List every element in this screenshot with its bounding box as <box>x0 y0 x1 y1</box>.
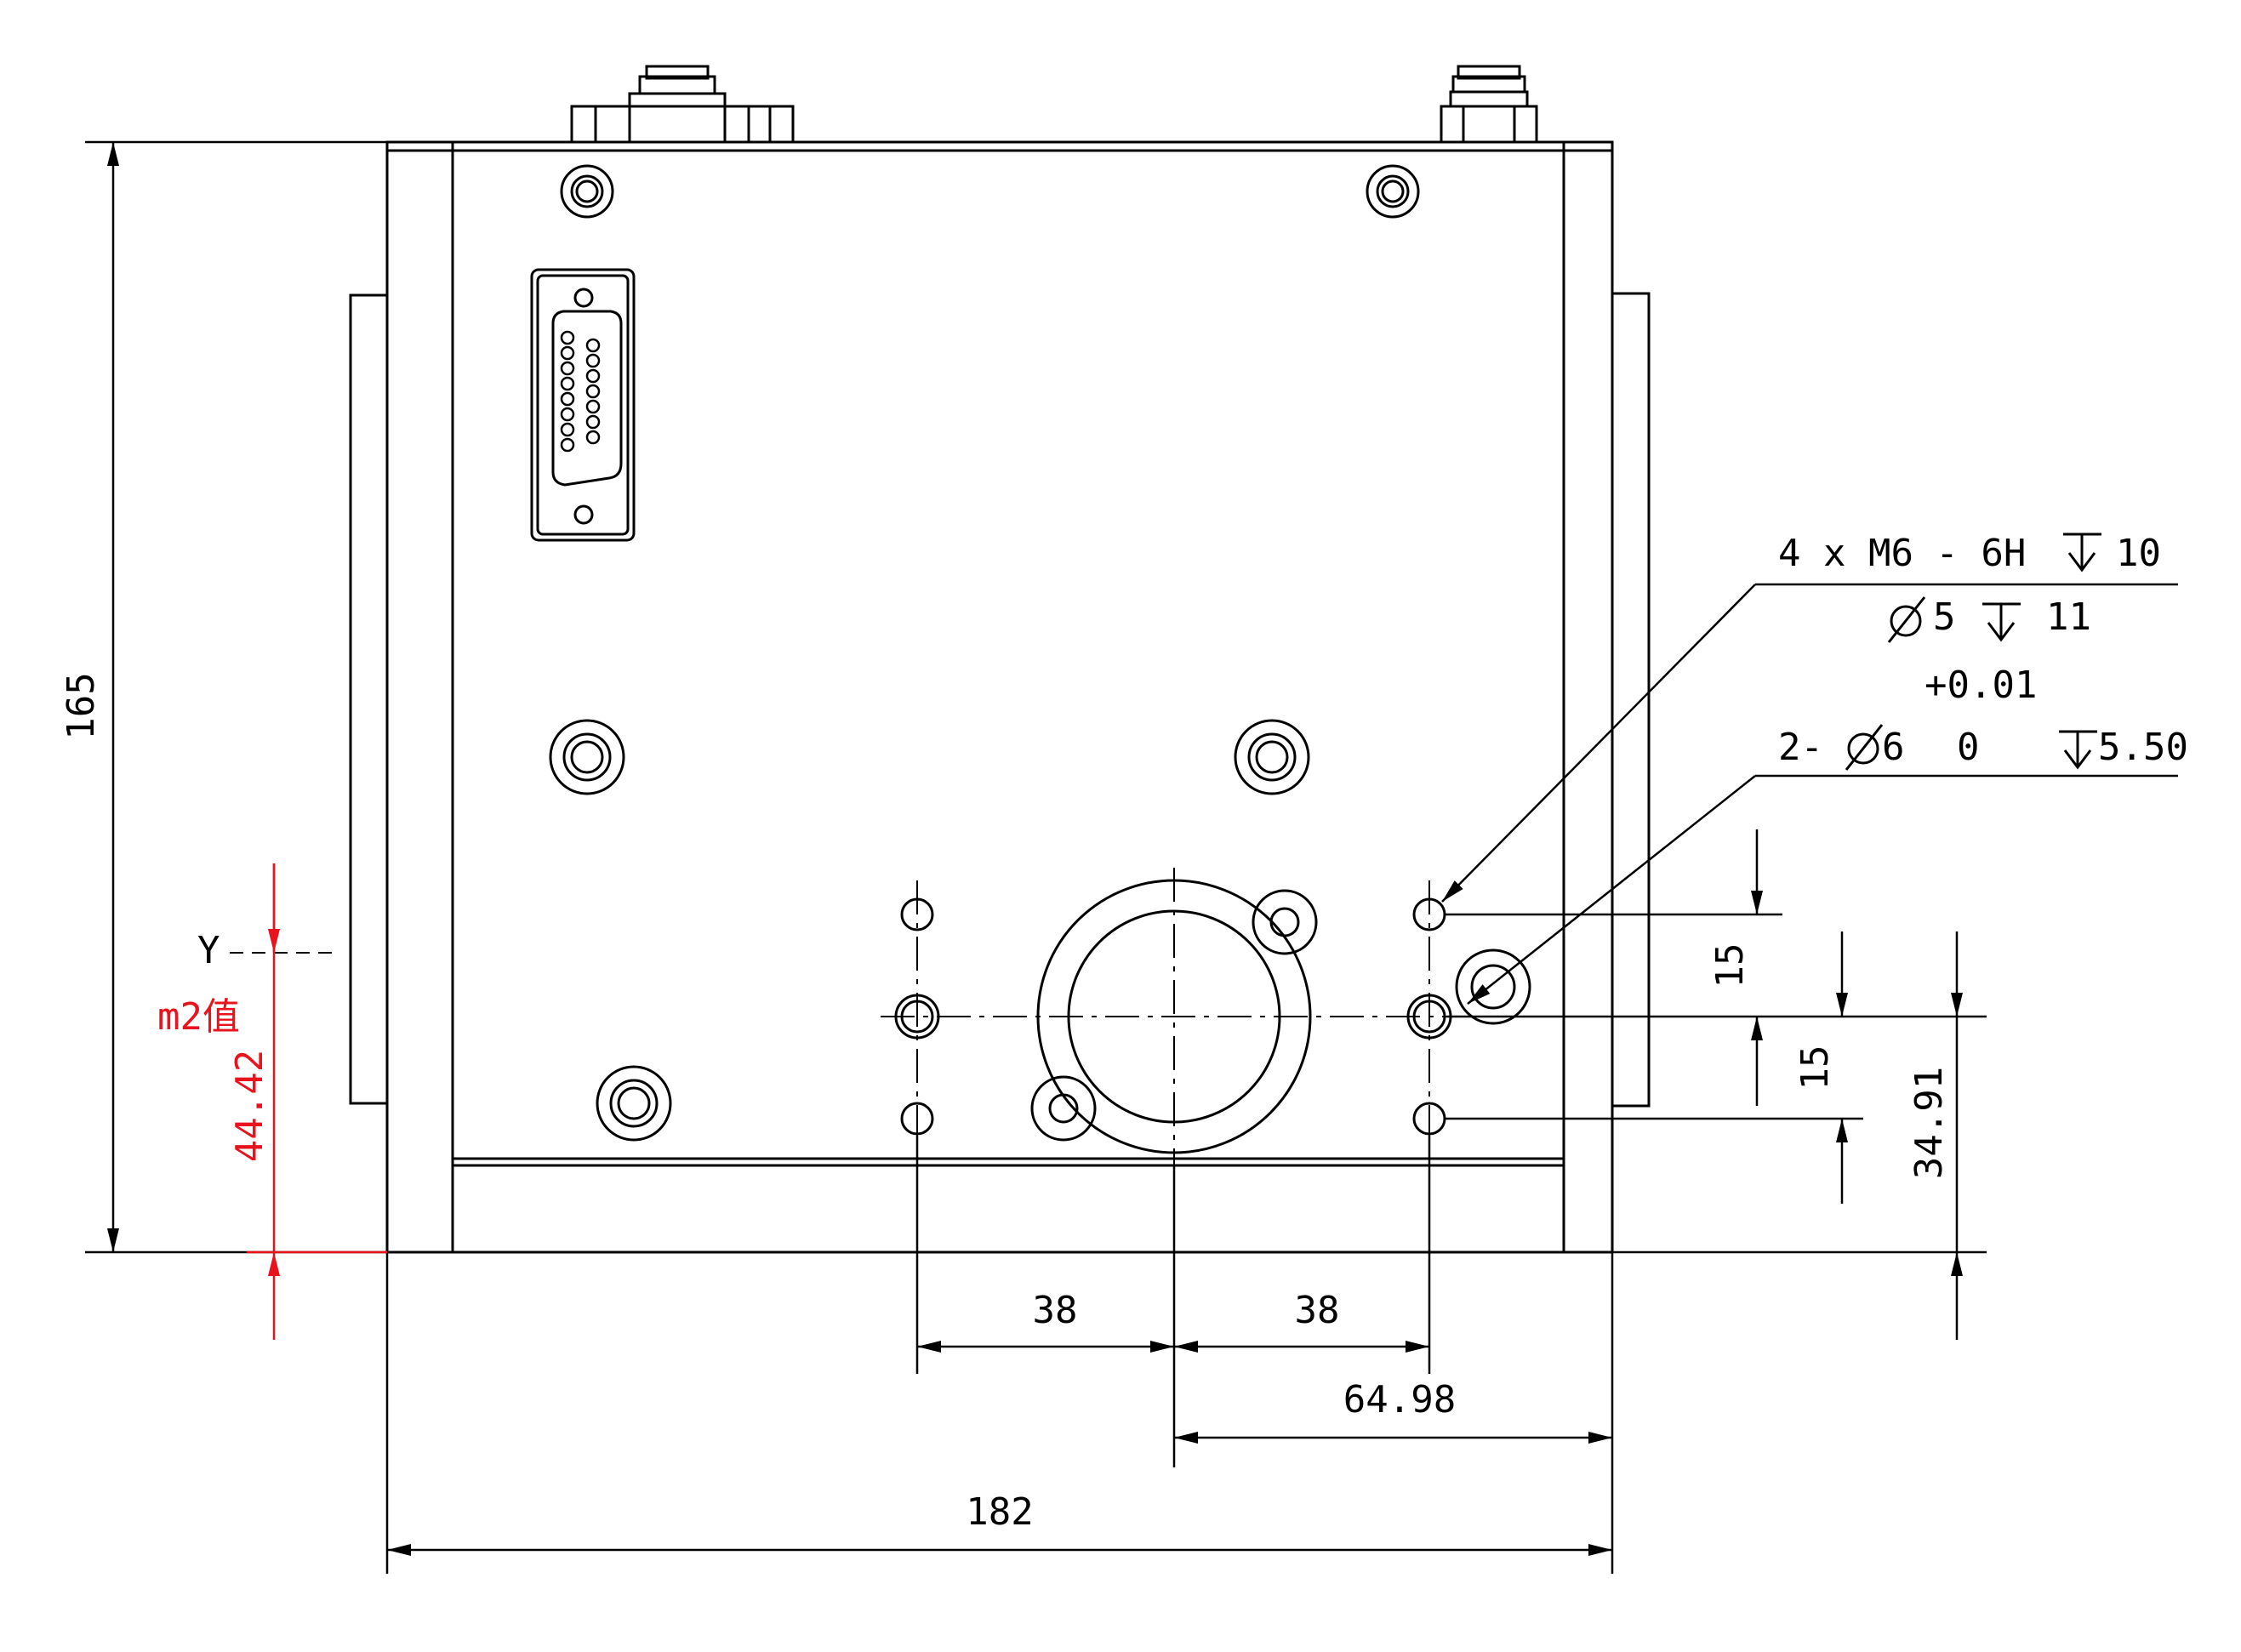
leader-thread <box>1441 584 1756 903</box>
pin-tolerance-lower: 0 <box>1957 726 1980 769</box>
dim-38-left-label: 38 <box>1033 1289 1078 1332</box>
leader-pin <box>1467 775 1756 1005</box>
air-fitting-left <box>570 65 795 144</box>
depth-symbol-icon <box>2059 730 2097 770</box>
m2-label: m2值 <box>157 995 240 1039</box>
dim-6498-label: 64.98 <box>1343 1378 1456 1421</box>
left-side-tab <box>349 293 389 1105</box>
thread-callout-depth2: 11 <box>2046 595 2091 639</box>
diameter-symbol-icon <box>1845 724 1884 771</box>
pin-callout-depth: 5.50 <box>2098 726 2188 769</box>
pin-callout-prefix: 2- <box>1778 726 1823 769</box>
y-axis-label: Y <box>197 929 220 972</box>
screw-top-right <box>1366 164 1420 219</box>
dim-165-label: 165 <box>60 672 103 739</box>
pin-callout-diameter: 6 <box>1882 726 1905 769</box>
dim-3491-label: 34.91 <box>1907 1067 1951 1179</box>
housing-outline <box>385 140 1614 1254</box>
air-fitting-right <box>1440 65 1538 144</box>
pin-hole-right <box>1455 948 1531 1025</box>
screw-mid-left <box>549 719 625 795</box>
dim-15-upper-label: 15 <box>1708 943 1752 988</box>
db15-connector <box>530 268 636 542</box>
dim-182-label: 182 <box>966 1490 1033 1534</box>
depth-symbol-icon <box>1982 602 2021 642</box>
screw-mid-right <box>1234 719 1310 795</box>
db15-pins <box>560 330 601 453</box>
dim-38-right-label: 38 <box>1295 1289 1340 1332</box>
diameter-symbol-icon <box>1887 596 1926 643</box>
thread-callout-depth1: 10 <box>2116 532 2161 575</box>
thread-callout-line1: 4 x M6 - 6H <box>1778 532 2026 575</box>
screw-bottom-left <box>596 1065 672 1142</box>
depth-symbol-icon <box>2063 533 2101 573</box>
screw-top-left <box>560 164 614 219</box>
dim-15-lower-label: 15 <box>1793 1045 1837 1091</box>
thread-callout-diameter: 5 <box>1933 595 1956 639</box>
pin-tolerance-upper: +0.01 <box>1925 664 2037 707</box>
m2-value: 44.42 <box>228 1050 271 1162</box>
right-side-tab <box>1611 292 1651 1108</box>
